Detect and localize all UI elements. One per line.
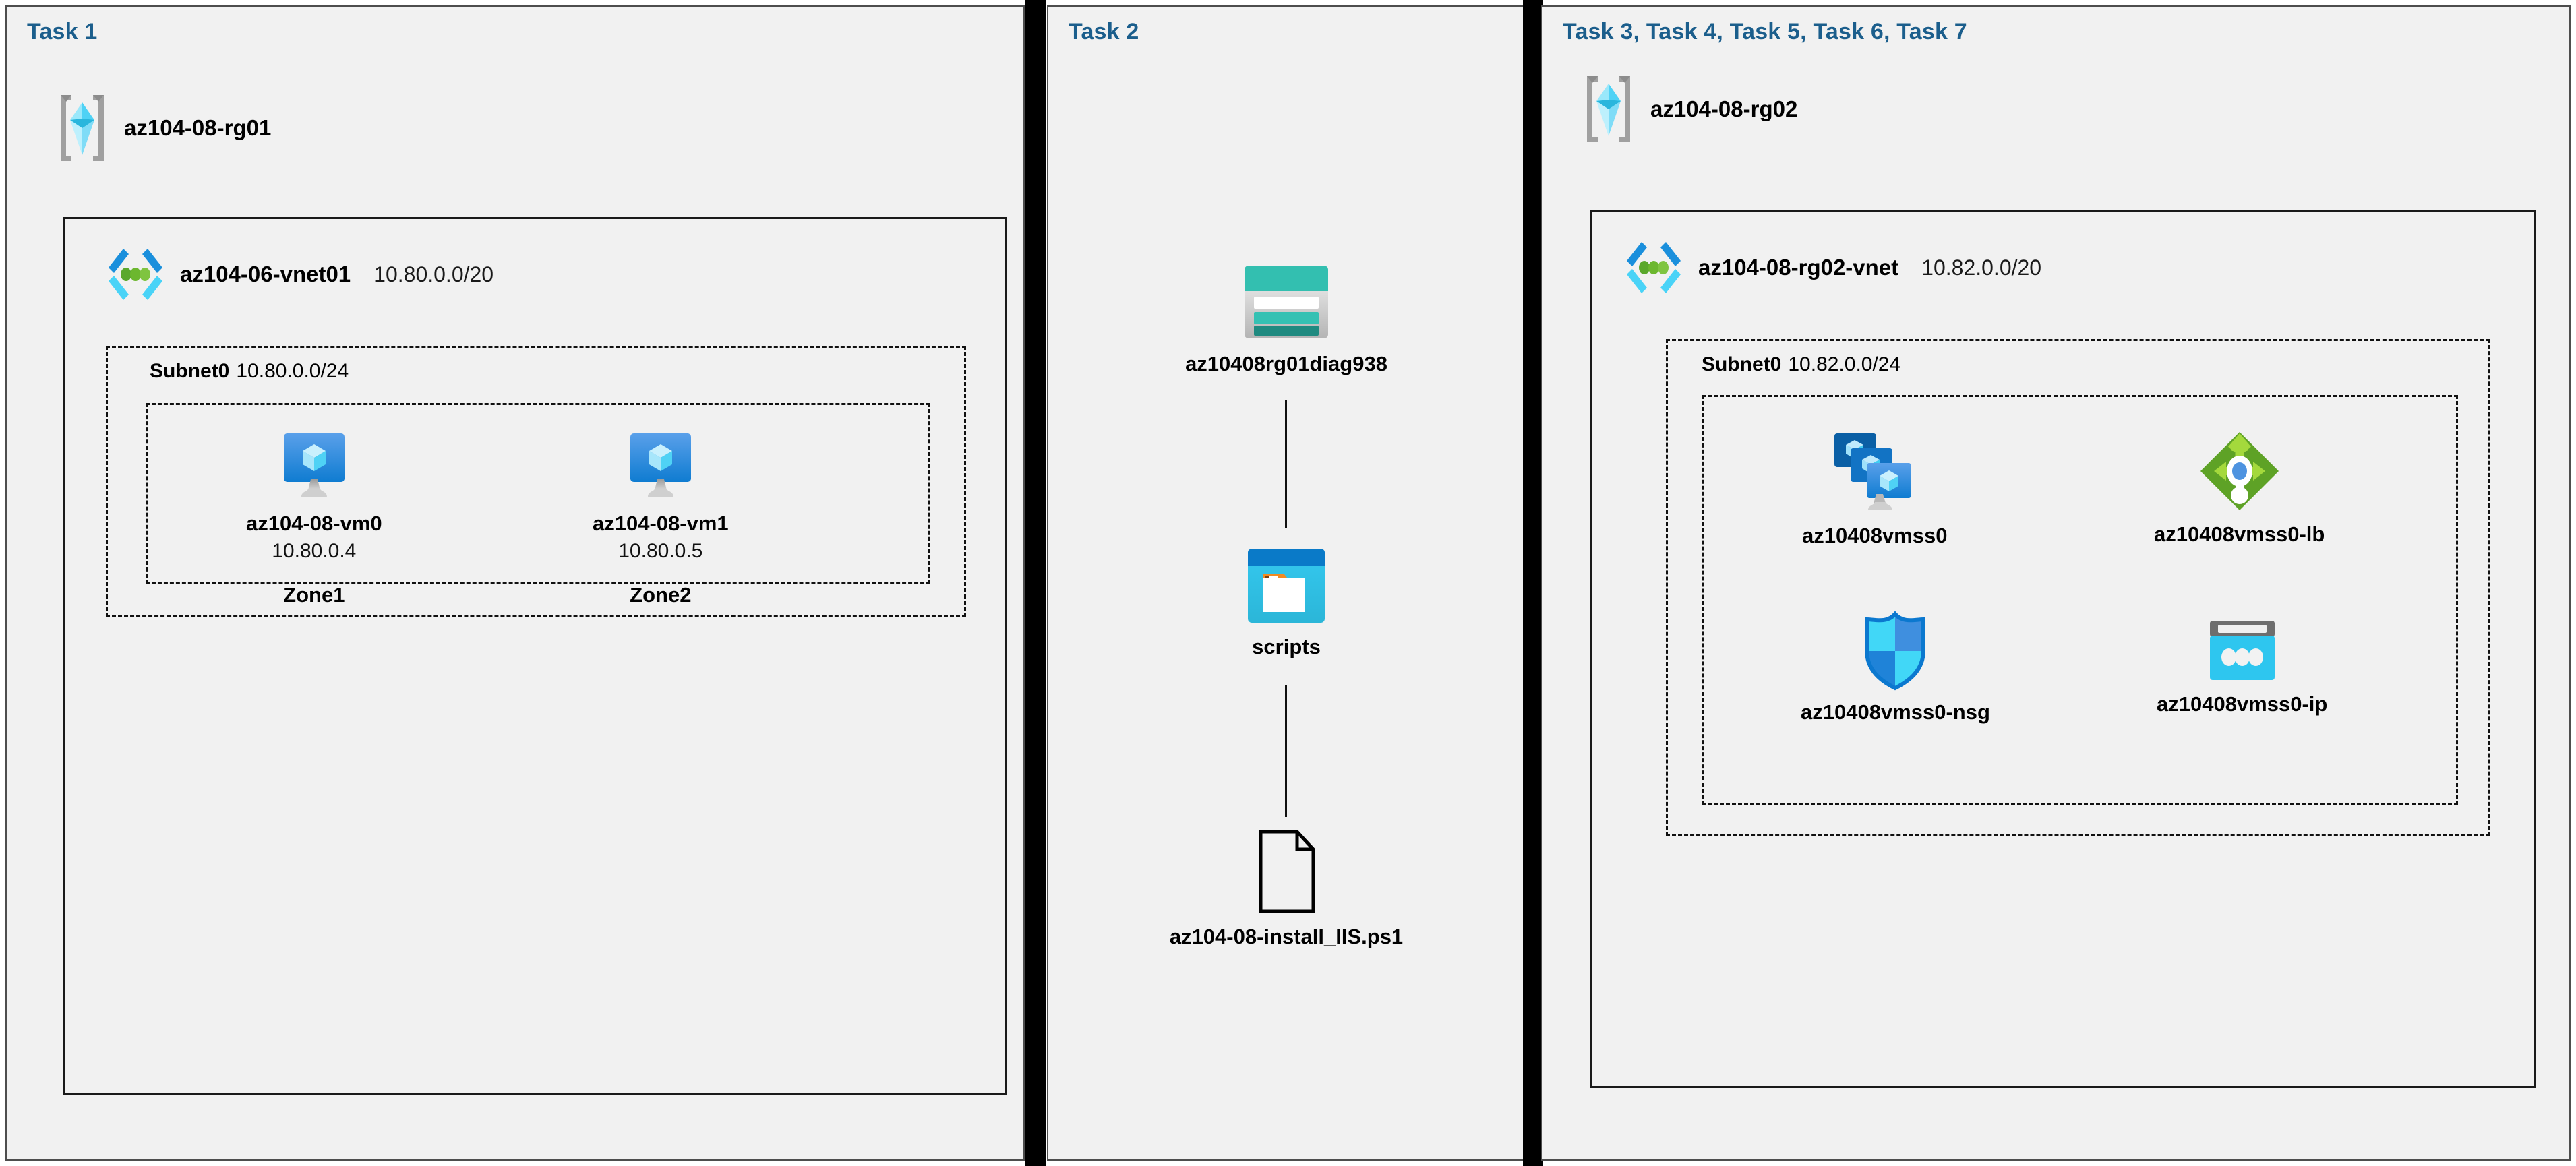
vm-zone-label: Zone2 xyxy=(630,583,692,607)
vnet-cidr-label: 10.80.0.0/20 xyxy=(373,262,494,286)
vm-scale-set-icon xyxy=(1828,429,1922,514)
subnet-name: Subnet0 xyxy=(150,360,230,382)
resource-node-vm1[interactable]: az104-08-vm1 10.80.0.5 Zone2 xyxy=(593,432,729,607)
resource-group-icon xyxy=(57,93,108,163)
virtual-network-icon xyxy=(106,246,165,303)
resource-group-boundary-rg02: az104-08-rg02-vnet 10.82.0.0/20 Subnet0 1… xyxy=(1590,210,2536,1088)
file-document-icon xyxy=(1255,829,1317,914)
connector-scripts-to-file xyxy=(1285,685,1287,817)
resource-node-nsg[interactable]: az10408vmss0-nsg xyxy=(1801,611,1990,725)
resource-group-boundary-rg01: az104-06-vnet01 10.80.0.0/20 Subnet0 10.8… xyxy=(63,217,1007,1095)
task-3-7-title: Task 3, Task 4, Task 5, Task 6, Task 7 xyxy=(1563,19,1967,44)
load-balancer-name-label: az10408vmss0-lb xyxy=(2154,522,2325,546)
task-column-1: Task 1 az104-08-rg01 xyxy=(5,5,1025,1161)
resource-node-script-file[interactable]: az104-08-install_IIS.ps1 xyxy=(1084,829,1489,949)
vnet-name-label: az104-08-rg02-vnet xyxy=(1698,255,1899,280)
vmss-name-label: az10408vmss0 xyxy=(1802,524,1948,547)
public-ip-address-icon xyxy=(2207,619,2277,683)
load-balancer-icon xyxy=(2198,429,2281,513)
resource-node-storage-account[interactable]: az10408rg01diag938 xyxy=(1084,263,1489,376)
vnet-cidr-label: 10.82.0.0/20 xyxy=(1921,255,2042,280)
resource-node-public-ip[interactable]: az10408vmss0-ip xyxy=(2157,619,2327,716)
vm-ip-label: 10.80.0.4 xyxy=(272,540,357,562)
subnet-cidr: 10.80.0.0/24 xyxy=(236,360,349,382)
subnet-cidr: 10.82.0.0/24 xyxy=(1788,353,1901,375)
vmss-group-boundary: az10408vmss0 xyxy=(1702,395,2458,805)
task-1-title: Task 1 xyxy=(27,19,98,44)
network-security-group-icon xyxy=(1863,611,1927,691)
resource-group-header-rg02: az104-08-rg02 xyxy=(1583,74,1797,144)
subnet-name: Subnet0 xyxy=(1702,353,1782,375)
subnet-boundary-col1: Subnet0 10.80.0.0/24 xyxy=(106,346,966,617)
column-divider-2 xyxy=(1523,0,1543,1166)
virtual-machine-icon xyxy=(281,432,347,502)
vm-zone-label: Zone1 xyxy=(283,583,345,607)
subnet-label-col1: Subnet0 10.80.0.0/24 xyxy=(150,360,349,383)
resource-node-vmss[interactable]: az10408vmss0 xyxy=(1802,429,1947,548)
resource-node-blob-container[interactable]: scripts xyxy=(1084,547,1489,659)
script-file-label: az104-08-install_IIS.ps1 xyxy=(1169,925,1404,948)
task-column-3: Task 3, Task 4, Task 5, Task 6, Task 7 xyxy=(1541,5,2571,1161)
virtual-machine-icon xyxy=(628,432,694,502)
blob-container-label: scripts xyxy=(1252,635,1321,658)
resource-group-label: az104-08-rg01 xyxy=(124,115,272,140)
vnet-name-label: az104-06-vnet01 xyxy=(180,262,351,286)
resource-node-load-balancer[interactable]: az10408vmss0-lb xyxy=(2154,429,2325,547)
blob-container-icon xyxy=(1247,547,1326,624)
resource-group-label: az104-08-rg02 xyxy=(1650,96,1798,121)
connector-storage-to-scripts xyxy=(1285,400,1287,528)
nsg-name-label: az10408vmss0-nsg xyxy=(1801,700,1990,724)
resource-group-icon xyxy=(1583,74,1634,144)
vnet-header-az104-06-vnet01: az104-06-vnet01 10.80.0.0/20 xyxy=(106,246,493,303)
vm-name-label: az104-08-vm0 xyxy=(246,512,382,535)
task-2-title: Task 2 xyxy=(1069,19,1139,44)
resource-group-header-rg01: az104-08-rg01 xyxy=(57,93,271,163)
virtual-network-icon xyxy=(1624,239,1683,296)
vm-group-boundary: az104-08-vm0 10.80.0.4 Zone1 xyxy=(146,403,930,607)
column-divider-1 xyxy=(1025,0,1046,1166)
subnet-boundary-col3: Subnet0 10.82.0.0/24 xyxy=(1666,339,2490,836)
storage-account-label: az10408rg01diag938 xyxy=(1185,352,1387,375)
storage-account-icon xyxy=(1242,263,1330,341)
vm-name-label: az104-08-vm1 xyxy=(593,512,729,535)
resource-node-vm0[interactable]: az104-08-vm0 10.80.0.4 Zone1 xyxy=(246,432,382,607)
vm-ip-label: 10.80.0.5 xyxy=(618,540,703,562)
subnet-label-col3: Subnet0 10.82.0.0/24 xyxy=(1702,353,1900,376)
vnet-header-az104-08-rg02-vnet: az104-08-rg02-vnet 10.82.0.0/20 xyxy=(1624,239,2041,296)
public-ip-name-label: az10408vmss0-ip xyxy=(2157,692,2328,716)
